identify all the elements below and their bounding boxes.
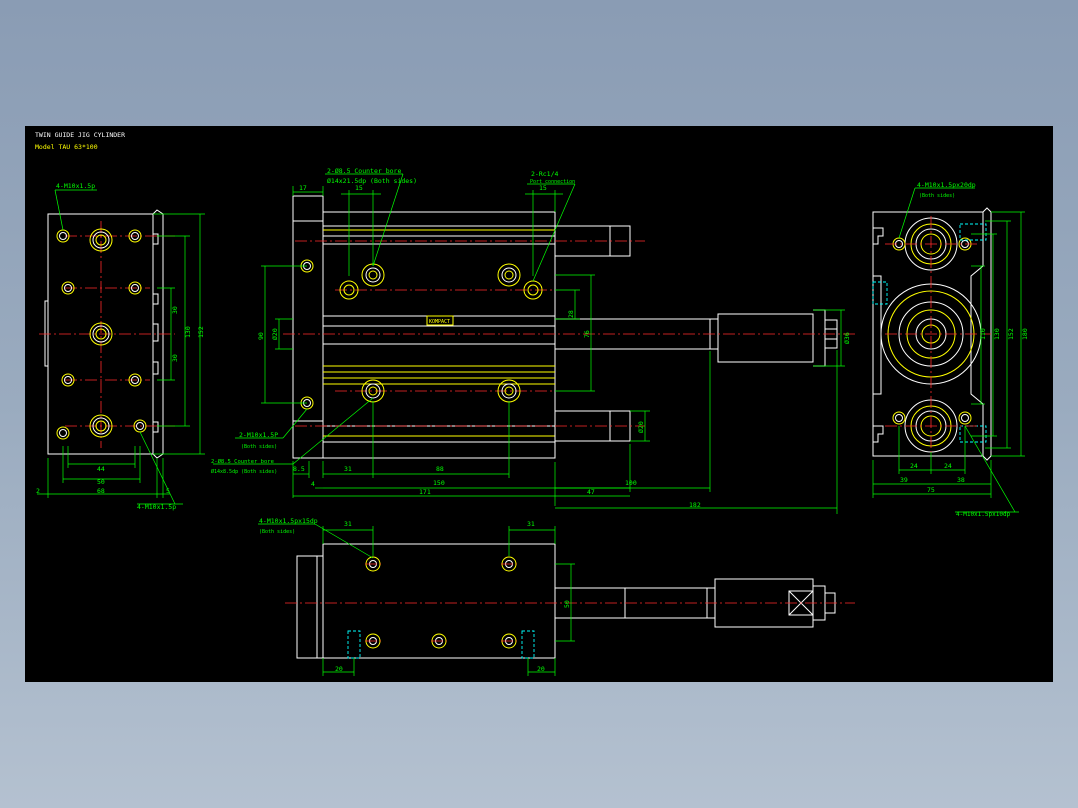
- dim-label: 31: [527, 520, 535, 528]
- dim-label: 24: [910, 462, 918, 470]
- dim-label: 24: [944, 462, 952, 470]
- drawing-svg: TWIN GUIDE JIG CYLINDER Model TAU 63*100: [35, 131, 1029, 676]
- left-callout-bottom: 4-M10x1.5p: [137, 503, 176, 511]
- dim-label: 182: [689, 501, 701, 509]
- left-end-view: 4-M10x1.5p 4-M10x1.5p 30 30 130 152 44 5…: [36, 182, 205, 511]
- dim-label: 130: [184, 326, 192, 338]
- front-callout-m10: 2-M10x1.5P: [239, 431, 278, 439]
- dim-label: 152: [1007, 328, 1015, 340]
- bottom-callout-2: (Both sides): [259, 529, 295, 535]
- front-callout-cb-top-2: Ø14x21.5dp (Both sides): [327, 177, 417, 185]
- front-callout-cb-bottom: 2-Ø8.5 Counter bore: [211, 458, 274, 465]
- dim-label: 28: [567, 310, 575, 318]
- dim-label: 31: [344, 465, 352, 473]
- dim-label: 5: [166, 487, 170, 495]
- right-callout-top-2: (Both sides): [919, 193, 955, 199]
- front-callout-port-2: Port connection: [530, 179, 575, 185]
- right-end-view: 4-M10x1.5px20dp (Both sides) 110 130 152…: [872, 181, 1029, 518]
- dim-label: Ø36: [843, 332, 851, 344]
- drawing-model: Model TAU 63*100: [35, 143, 98, 151]
- bottom-callout: 4-M10x1.5px15dp: [259, 517, 318, 525]
- dim-label: 15: [539, 184, 547, 192]
- dim-label: 39: [900, 476, 908, 484]
- front-callout-port: 2-Rc1/4: [531, 170, 558, 178]
- dim-label: 30: [171, 306, 179, 314]
- cad-drawing-canvas[interactable]: TWIN GUIDE JIG CYLINDER Model TAU 63*100: [25, 126, 1053, 682]
- dim-label: 38: [957, 476, 965, 484]
- right-callout-bottom: 4-M10x1.5px10dp: [956, 511, 1011, 518]
- left-callout-top: 4-M10x1.5p: [56, 182, 95, 190]
- right-callout-top: 4-M10x1.5px20dp: [917, 181, 976, 189]
- front-callout-cb-top: 2-Ø8.5 Counter bore: [327, 167, 401, 175]
- dim-label: 20: [537, 665, 545, 673]
- dim-label: 150: [433, 479, 445, 487]
- drawing-title: TWIN GUIDE JIG CYLINDER: [35, 131, 125, 139]
- nameplate-label: KOMPACT: [429, 319, 450, 325]
- dim-label: 88: [436, 465, 444, 473]
- dim-label: 47: [587, 488, 595, 496]
- dim-label: 30: [171, 354, 179, 362]
- dim-label: 68: [97, 487, 105, 495]
- dim-label: 15: [355, 184, 363, 192]
- dim-label: 50: [563, 600, 571, 608]
- dim-label: Ø20: [637, 421, 645, 433]
- dim-label: 171: [419, 488, 431, 496]
- dim-label: 180: [1021, 328, 1029, 340]
- dim-label: 75: [927, 486, 935, 494]
- front-view: KOMPACT: [211, 167, 855, 514]
- front-callout-m10-2: (Both sides): [241, 444, 277, 450]
- dim-label: 31: [344, 520, 352, 528]
- bottom-view: 4-M10x1.5px15dp (Both sides) 31 31 50 20…: [258, 517, 855, 676]
- dim-label: 17: [299, 184, 307, 192]
- dim-label: 50: [97, 478, 105, 486]
- dim-label: 8.5: [293, 465, 305, 473]
- front-callout-cb-bottom-2: Ø14x8.5dp (Both sides): [211, 468, 277, 475]
- dim-label: 130: [993, 328, 1001, 340]
- dim-label: 2: [36, 487, 40, 495]
- dim-label: 100: [625, 479, 637, 487]
- dim-label: 20: [335, 665, 343, 673]
- dim-label: 44: [97, 465, 105, 473]
- dim-label: Ø20: [271, 328, 279, 340]
- dim-label: 110: [979, 328, 987, 340]
- dim-label: 76: [583, 330, 591, 338]
- dim-label: 4: [311, 480, 315, 488]
- dim-label: 152: [197, 326, 205, 338]
- dim-label: 90: [257, 332, 265, 340]
